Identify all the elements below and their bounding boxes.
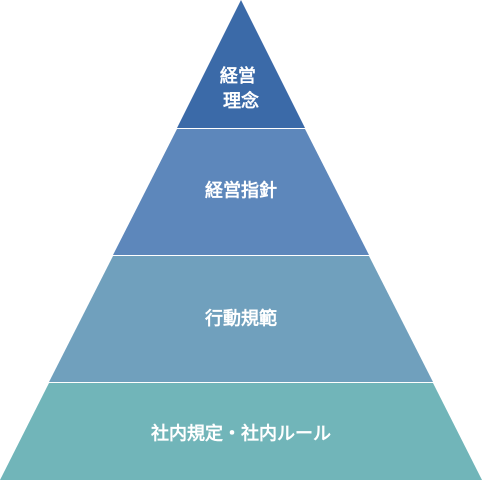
tier-philosophy-label-line2: 理念 [223,90,259,112]
tier-philosophy-label-line1: 経営 [220,65,256,87]
tier-code-of-conduct-label: 行動規範 [204,308,277,330]
tier-code-of-conduct-shape [49,256,433,382]
tier-philosophy-label: 経営 理念 [220,65,262,112]
tier-policy-shape [113,129,369,255]
tier-internal-rules-shape [0,383,482,480]
tier-internal-rules-label: 社内規定・社内ルール [151,423,331,445]
tier-philosophy-shape [177,0,305,128]
tier-internal-rules: 社内規定・社内ルール [0,383,482,480]
tier-policy: 経営指針 [113,129,369,255]
tier-policy-label: 経営指針 [205,180,277,202]
tier-code-of-conduct: 行動規範 [49,256,433,382]
tier-philosophy: 経営 理念 [177,0,305,128]
